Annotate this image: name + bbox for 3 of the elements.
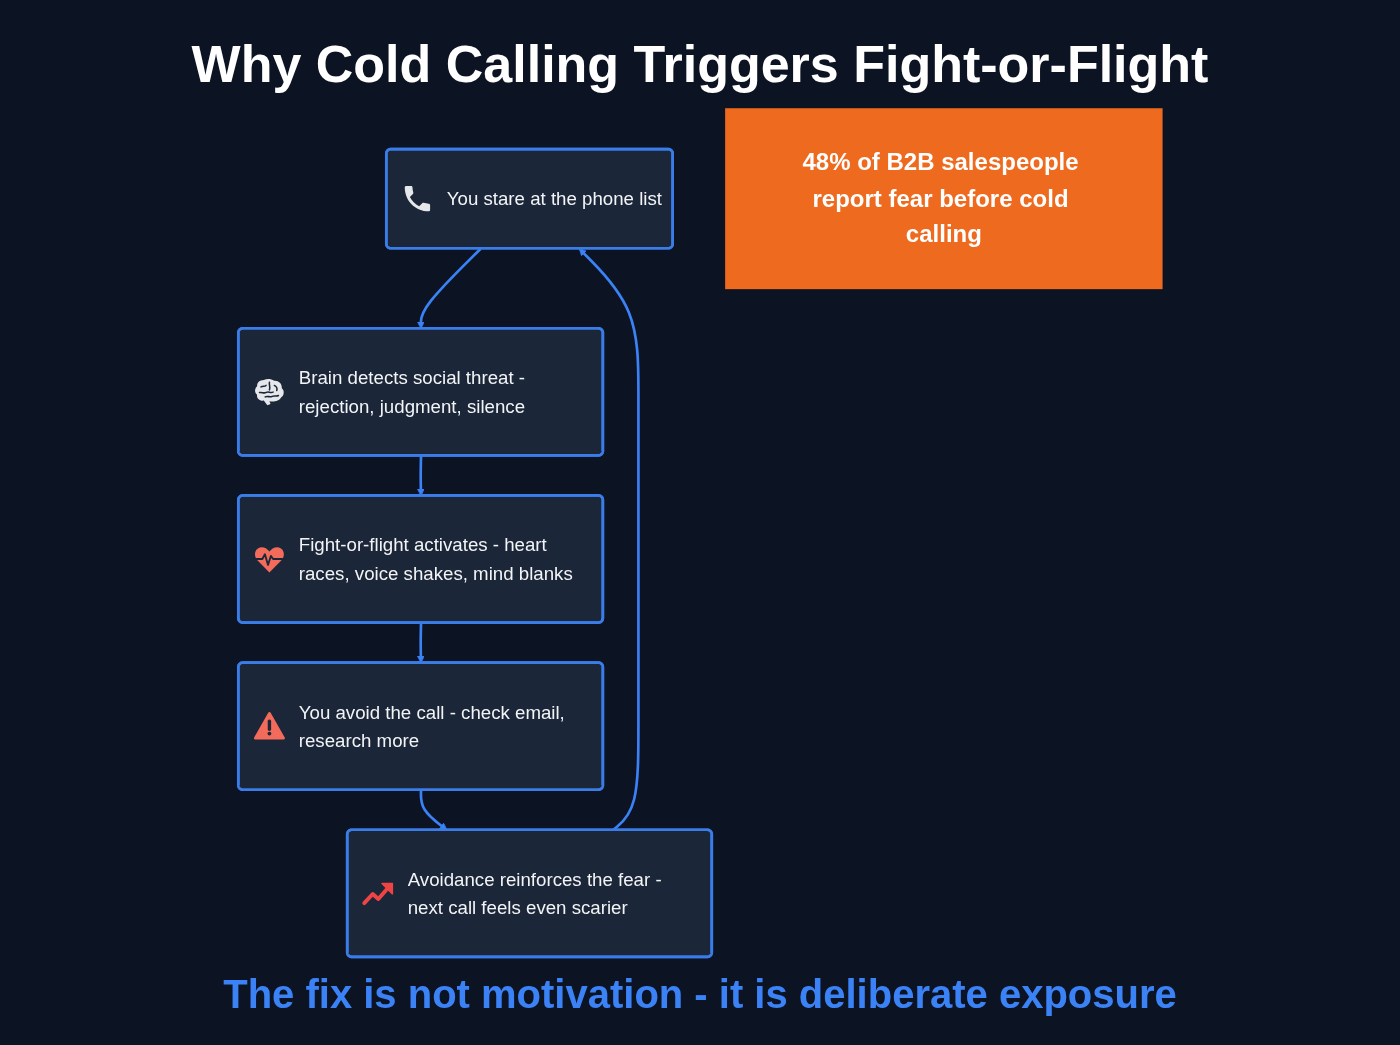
node-box: 48% of B2B salespeople report fear before cold calling (725, 108, 1163, 290)
title: Why Cold Calling Triggers Fight-or-Flight (191, 34, 1209, 94)
caption: The fix is not motivation - it is deliberate exposure (223, 972, 1177, 1017)
